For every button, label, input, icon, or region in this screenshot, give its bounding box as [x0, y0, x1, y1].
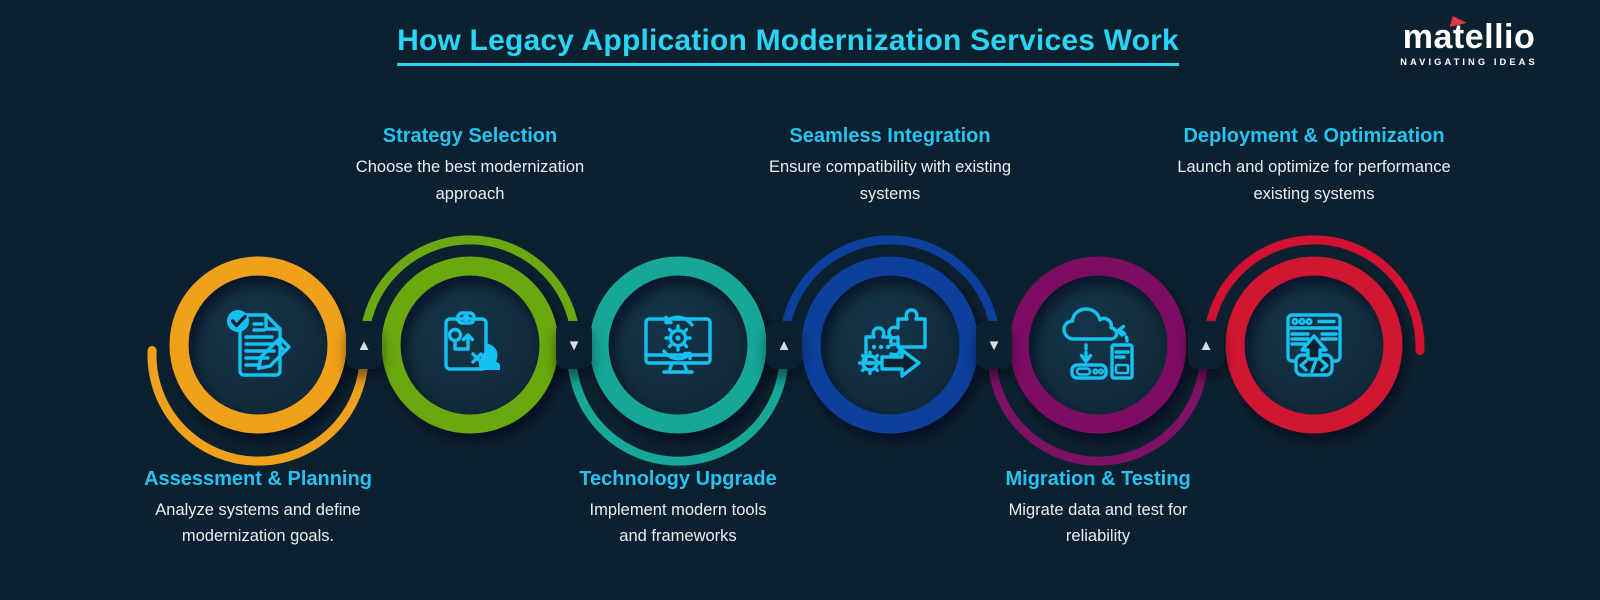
step-seamless-integration: Seamless Integration Ensure compatibilit…: [769, 125, 1011, 455]
step-description: Launch and optimize for performance exis…: [1177, 158, 1451, 203]
step-label: Deployment & Optimization Launch and opt…: [1149, 125, 1479, 207]
step-description: Ensure compatibility with existing syste…: [768, 158, 1012, 203]
step-strategy-selection: Strategy Selection Choose the best moder…: [356, 125, 584, 455]
step-label: Migration & Testing Migrate data and tes…: [1006, 468, 1191, 550]
step-label: Technology Upgrade Implement modern tool…: [576, 468, 781, 550]
logo-tagline: NAVIGATING IDEAS: [1400, 57, 1538, 67]
logo-wordmark: matellio: [1402, 16, 1536, 56]
step-ring: [987, 256, 1209, 466]
step-title: Deployment & Optimization: [1183, 125, 1445, 148]
step-migration-testing: Migration & Testing Migrate data and tes…: [987, 235, 1209, 545]
browser-deploy-code-icon: [1286, 313, 1342, 377]
step-description: Analyze systems and define modernization…: [155, 501, 361, 546]
step-deployment-optimization: Deployment & Optimization Launch and opt…: [1177, 125, 1451, 455]
page-title: How Legacy Application Modernization Ser…: [397, 24, 1179, 66]
arrow-up-icon: ▲: [1198, 336, 1214, 354]
document-check-pencil-icon: [227, 310, 291, 377]
logo-pennant-icon: [1449, 16, 1467, 27]
cloud-transfer-server-icon: [1062, 307, 1134, 380]
step-label: Seamless Integration Ensure compatibilit…: [765, 125, 1015, 207]
step-connector: ▲: [346, 321, 382, 369]
step-technology-upgrade: Technology Upgrade Implement modern tool…: [567, 235, 789, 545]
matellio-logo: matellio NAVIGATING IDEAS: [1396, 16, 1542, 67]
puzzle-gear-arrow-icon: [857, 308, 927, 378]
step-title: Strategy Selection: [382, 125, 558, 148]
monitor-gear-sync-icon: [644, 315, 712, 374]
step-title: Technology Upgrade: [579, 468, 777, 490]
step-ring: [359, 235, 581, 434]
step-description: Migrate data and test for reliability: [1008, 501, 1188, 546]
step-label: Strategy Selection Choose the best moder…: [325, 125, 615, 207]
step-title: Seamless Integration: [789, 125, 991, 148]
step-description: Implement modern tools and frameworks: [589, 501, 767, 546]
step-connector: ▲: [1188, 321, 1224, 369]
strategy-clipboard-knight-icon: [444, 311, 500, 371]
step-label: Assessment & Planning Analyze systems an…: [118, 468, 398, 550]
step-title: Migration & Testing: [1005, 468, 1191, 490]
arrow-down-icon: ▼: [566, 336, 582, 354]
step-assessment-planning: Assessment & Planning Analyze systems an…: [144, 235, 372, 545]
step-title: Assessment & Planning: [144, 468, 372, 490]
step-description: Choose the best modernization approach: [355, 158, 585, 203]
arrow-up-icon: ▲: [776, 336, 792, 354]
step-connector: ▼: [556, 321, 592, 369]
arrow-up-icon: ▲: [356, 336, 372, 354]
step-ring: [1203, 235, 1425, 434]
arrow-down-icon: ▼: [986, 336, 1002, 354]
step-connector: ▼: [976, 321, 1012, 369]
step-connector: ▲: [766, 321, 802, 369]
